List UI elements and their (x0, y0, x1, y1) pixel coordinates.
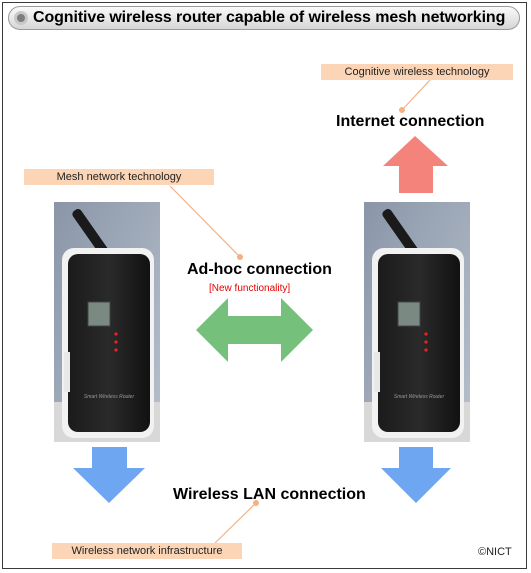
copyright-nict: ©NICT (478, 546, 512, 558)
new-functionality-note: [New functionality] (209, 283, 291, 294)
leader-line-mesh (169, 185, 241, 258)
leader-line-infra (214, 502, 257, 544)
leader-dot-mesh (237, 254, 243, 260)
heading-wireless-lan-connection: Wireless LAN connection (173, 486, 366, 503)
diagram-title: Cognitive wireless router capable of wir… (33, 9, 506, 26)
tag-cognitive-wireless-technology: Cognitive wireless technology (321, 64, 513, 80)
title-bullet-icon (14, 11, 28, 25)
router-photo-left: Smart Wireless Router (54, 202, 160, 442)
leader-dot-infra (253, 500, 259, 506)
tag-mesh-network-technology: Mesh network technology (24, 169, 214, 185)
leader-dot-cognitive (399, 107, 405, 113)
arrow-internet-up-icon (383, 136, 448, 193)
heading-internet-connection: Internet connection (336, 113, 485, 130)
arrow-wlan-down-left-icon (73, 447, 145, 503)
arrow-adhoc-double-icon (196, 298, 313, 362)
tag-wireless-network-infrastructure: Wireless network infrastructure (52, 543, 242, 559)
heading-adhoc-connection: Ad-hoc connection (187, 261, 332, 278)
router-photo-right: Smart Wireless Router (364, 202, 470, 442)
arrow-wlan-down-right-icon (381, 447, 451, 503)
router-brand-left: Smart Wireless Router (84, 394, 135, 400)
leader-line-cognitive (401, 79, 431, 111)
router-brand-right: Smart Wireless Router (394, 394, 445, 400)
title-bar: Cognitive wireless router capable of wir… (8, 6, 520, 30)
